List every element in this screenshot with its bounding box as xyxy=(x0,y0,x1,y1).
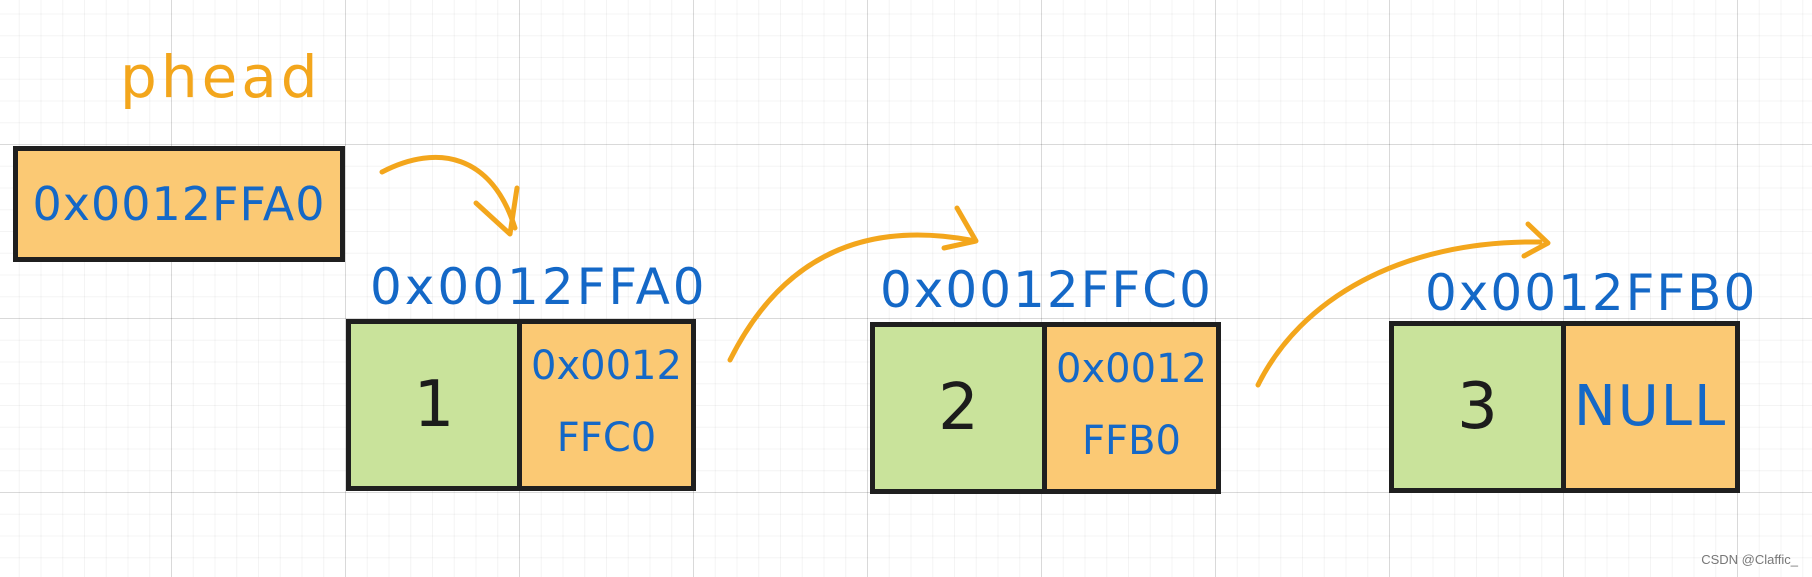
arrow-head-to-node-1-tip xyxy=(473,185,520,237)
node-2-data-cell: 2 xyxy=(870,322,1047,494)
node-3-next-cell: NULL xyxy=(1561,321,1740,493)
watermark: CSDN @Claffic_ xyxy=(1701,552,1798,567)
node-1-data-cell: 1 xyxy=(346,319,522,491)
head-label: phead xyxy=(120,43,322,111)
arrow-node-2-to-node-3 xyxy=(1255,239,1543,388)
node-3-next-value: NULL xyxy=(1573,374,1728,439)
node-1-address: 0x0012FFA0 xyxy=(370,258,708,316)
head-pointer-value: 0x0012FFA0 xyxy=(32,177,326,231)
arrow-node-1-to-node-2-tip xyxy=(941,205,979,251)
node-3-address: 0x0012FFB0 xyxy=(1425,264,1758,322)
node-2-next-line2: FFB0 xyxy=(1082,418,1181,464)
arrow-node-2-to-node-3-tip xyxy=(1521,221,1551,259)
node-2-data-value: 2 xyxy=(938,371,979,445)
node-3-data-value: 3 xyxy=(1457,370,1498,444)
arrow-head-to-node-1 xyxy=(379,155,518,231)
node-1-data-value: 1 xyxy=(413,368,455,442)
node-1-next-cell: 0x0012 FFC0 xyxy=(517,319,696,491)
node-2-next-cell: 0x0012 FFB0 xyxy=(1042,322,1221,494)
arrow-node-1-to-node-2 xyxy=(727,232,973,363)
node-1-next-line1: 0x0012 xyxy=(531,343,682,389)
node-2-address: 0x0012FFC0 xyxy=(880,261,1213,319)
node-2-next-line1: 0x0012 xyxy=(1056,346,1207,392)
node-1-next-line2: FFC0 xyxy=(556,415,657,461)
head-pointer-box: 0x0012FFA0 xyxy=(13,146,345,262)
